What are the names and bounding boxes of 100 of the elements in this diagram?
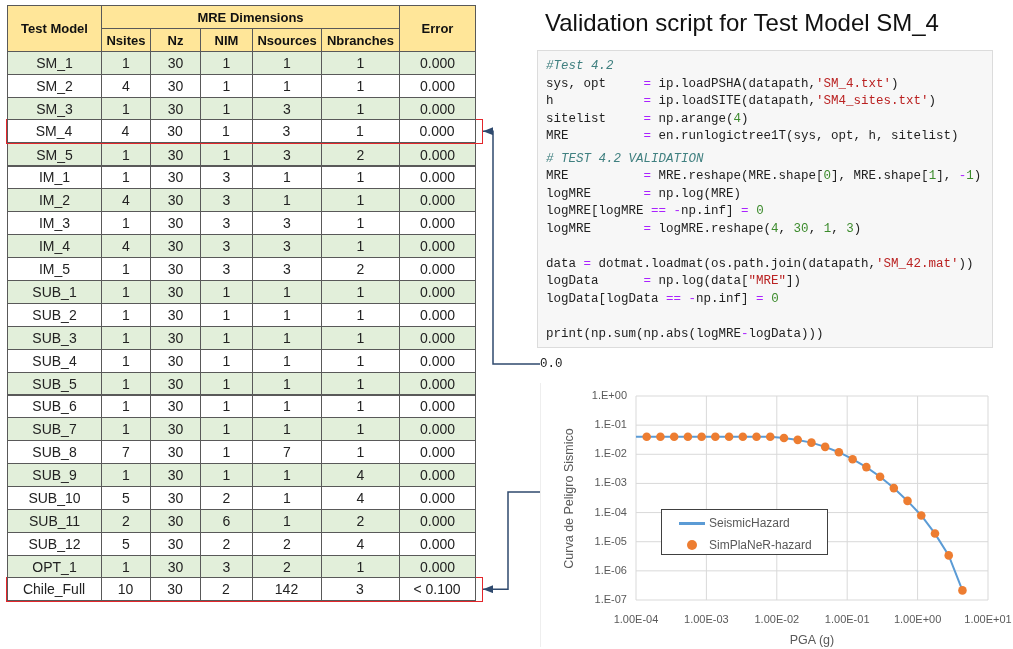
- table-cell: 1: [200, 51, 253, 75]
- table-cell: 30: [150, 234, 201, 259]
- table-cell: 0.000: [399, 51, 476, 75]
- tick-label: 1.00E-01: [823, 613, 871, 626]
- table-cell: SUB_9: [7, 463, 102, 488]
- axis-title: Curva de Peligro Sismico: [561, 426, 577, 571]
- table-cell: 0.000: [399, 280, 476, 304]
- header-cell: Nsources: [252, 28, 322, 52]
- table-cell: 3: [252, 142, 322, 167]
- code-line: #Test 4.2: [546, 58, 614, 75]
- code-line: logData = np.log(data["MRE"]): [546, 273, 802, 290]
- code-line: # TEST 4.2 VALIDATION: [546, 150, 704, 168]
- table-cell: SUB_11: [7, 509, 102, 533]
- header-cell: Error: [399, 5, 476, 52]
- table-cell: 2: [321, 509, 400, 533]
- legend-label: SeismicHazard: [709, 516, 790, 530]
- table-cell: 0.000: [399, 234, 476, 259]
- table-cell: 1: [101, 96, 151, 121]
- tick-label: 1.00E-04: [612, 613, 660, 626]
- table-cell: 0.000: [399, 554, 476, 579]
- table-cell: 3: [200, 234, 253, 259]
- table-cell: 1: [321, 417, 400, 442]
- table-cell: 1: [200, 463, 253, 488]
- header-cell: MRE Dimensions: [101, 5, 400, 29]
- table-cell: 3: [200, 188, 253, 213]
- code-line: MRE = MRE.reshape(MRE.shape[0], MRE.shape[1], -1): [546, 168, 982, 185]
- table-cell: 0.000: [399, 509, 476, 533]
- table-cell: SUB_1: [7, 280, 102, 304]
- tick-label: 1.E-06: [594, 563, 627, 577]
- legend-label: SimPlaNeR-hazard: [709, 538, 812, 552]
- table-cell: 30: [150, 417, 201, 442]
- code-line: print(np.sum(np.abs(logMRE-logData))): [546, 325, 824, 343]
- code-line: sitelist = np.arange(4): [546, 110, 749, 128]
- chart-panel: [540, 383, 1010, 647]
- table-cell: 0.000: [399, 417, 476, 442]
- table-cell: SM_5: [7, 142, 102, 167]
- code-line: logData[logData == -np.inf] = 0: [546, 290, 779, 308]
- table-cell: 0.000: [399, 394, 476, 419]
- table-cell: 0.000: [399, 188, 476, 213]
- header-cell: NIM: [200, 28, 253, 52]
- table-cell: 1: [101, 371, 151, 396]
- table-cell: 0.000: [399, 463, 476, 488]
- highlighted-row: [6, 576, 483, 602]
- header-cell: Nbranches: [321, 28, 400, 52]
- table-cell: 1: [200, 280, 253, 304]
- table-cell: 1: [252, 280, 322, 304]
- table-cell: 1: [101, 280, 151, 304]
- table-cell: 30: [150, 188, 201, 213]
- table-cell: SUB_6: [7, 394, 102, 419]
- table-cell: 30: [150, 463, 201, 488]
- table-cell: IM_4: [7, 234, 102, 259]
- table-cell: 3: [252, 96, 322, 121]
- table-cell: 0.000: [399, 325, 476, 350]
- connector-arrow: [482, 491, 541, 594]
- code-line: MRE = en.runlogictree1T(sys, opt, h, sitelist): [546, 128, 959, 145]
- table-cell: 1: [252, 188, 322, 213]
- code-line: logMRE = np.log(MRE): [546, 185, 742, 203]
- table-cell: 1: [252, 371, 322, 396]
- code-line: sys, opt = ip.loadPSHA(datapath,'SM_4.txt'): [546, 75, 899, 93]
- table-cell: Chile_Full: [6, 576, 102, 601]
- table-cell: 1: [101, 463, 151, 488]
- highlighted-row: [6, 118, 483, 144]
- table-cell: 1: [200, 417, 253, 442]
- table-cell: 30: [150, 509, 201, 533]
- table-cell: 2: [252, 554, 322, 579]
- code-line: h = ip.loadSITE(datapath,'SM4_sites.txt'): [546, 93, 937, 110]
- table-cell: 1: [252, 417, 322, 442]
- table-cell: 1: [252, 51, 322, 75]
- tick-label: 1.E-05: [594, 534, 627, 548]
- table-cell: SM_4: [6, 118, 102, 143]
- table-cell: 1: [252, 463, 322, 488]
- table-cell: 1: [252, 509, 322, 533]
- tick-label: 1.00E-03: [683, 613, 730, 626]
- table-cell: 1: [321, 51, 400, 75]
- tick-label: 1.E-07: [594, 593, 627, 606]
- table-cell: SM_3: [7, 96, 102, 121]
- table-cell: 1: [321, 280, 400, 304]
- table-cell: 1: [252, 325, 322, 350]
- table-cell: 4: [321, 463, 400, 488]
- code-line: logMRE = logMRE.reshape(4, 30, 1, 3): [546, 220, 862, 238]
- table-cell: SM_1: [7, 51, 102, 75]
- table-cell: 1: [321, 188, 400, 213]
- header-cell: Nz: [150, 28, 201, 52]
- table-cell: 6: [200, 509, 253, 533]
- tick-label: 1.E+00: [591, 389, 627, 402]
- table-cell: 1: [101, 142, 151, 167]
- table-cell: 3: [252, 234, 322, 259]
- header-cell: Test Model: [7, 5, 102, 52]
- code-line: logMRE[logMRE == -np.inf] = 0: [546, 203, 764, 220]
- table-cell: IM_1: [7, 165, 102, 190]
- tick-label: 1.E-04: [594, 505, 627, 519]
- table-cell: 30: [150, 51, 201, 75]
- table-cell: 30: [150, 280, 201, 304]
- table-cell: SUB_3: [7, 325, 102, 350]
- tick-label: 1.00E+01: [963, 613, 1013, 626]
- table-cell: SUB_5: [7, 371, 102, 396]
- tick-label: 1.E-03: [594, 476, 627, 490]
- table-cell: 0.000: [399, 165, 476, 190]
- code-line: data = dotmat.loadmat(os.path.join(datapath,'SM_42.mat')): [546, 255, 974, 273]
- tick-label: 1.E-01: [594, 418, 627, 432]
